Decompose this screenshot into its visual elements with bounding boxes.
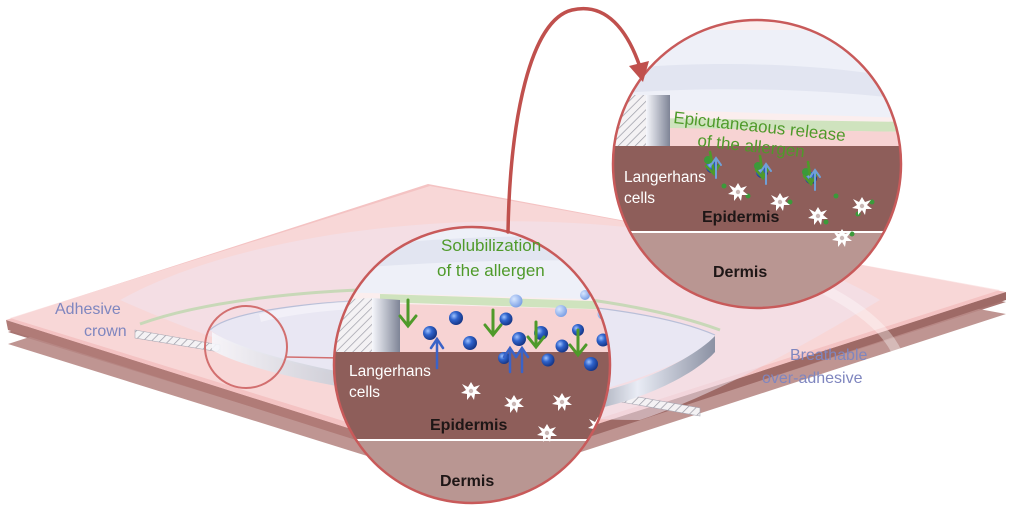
breathable-label-1: Breathable bbox=[790, 347, 867, 364]
zoom-connector bbox=[285, 356, 341, 359]
adhesive-crown-label-1: Adhesive bbox=[55, 301, 121, 318]
zoom2-langerhans-1: Langerhans bbox=[624, 169, 706, 186]
breathable-label-2: over-adhesive bbox=[762, 370, 863, 387]
skin-label: Skin bbox=[750, 428, 777, 444]
zoom-origin-ring bbox=[204, 305, 288, 389]
zoom2-langerhans-2: cells bbox=[624, 190, 655, 207]
zoom-ring-1 bbox=[332, 225, 612, 505]
zoom1-epidermis: Epidermis bbox=[430, 417, 507, 434]
absorption-arrows bbox=[429, 336, 530, 374]
zoom1-langerhans-1: Langerhans bbox=[349, 363, 431, 380]
zoom-epicutaneous-release: Epicutaneaous release of the allergen La… bbox=[611, 18, 903, 310]
zoom1-title-2: of the allergen bbox=[437, 261, 545, 280]
zoom2-epidermis: Epidermis bbox=[702, 209, 779, 226]
arrow-head-icon bbox=[629, 61, 649, 82]
absorbed-allergen bbox=[721, 183, 875, 237]
zoom1-langerhans-2: cells bbox=[349, 384, 380, 401]
zoom1-title-1: Solubilization bbox=[441, 236, 541, 255]
skin-edge-right bbox=[468, 292, 1006, 476]
penetration-arrows bbox=[710, 156, 821, 191]
zoom-solubilization: Solubilization of the allergen Langerhan… bbox=[332, 225, 612, 505]
zoom-ring-2 bbox=[611, 18, 903, 310]
adhesive-crown-label-2: crown bbox=[84, 323, 127, 340]
zoom1-dermis: Dermis bbox=[440, 473, 494, 490]
transition-arrow bbox=[506, 6, 649, 234]
release-arrows bbox=[398, 298, 588, 358]
zoom2-dermis: Dermis bbox=[713, 264, 767, 281]
